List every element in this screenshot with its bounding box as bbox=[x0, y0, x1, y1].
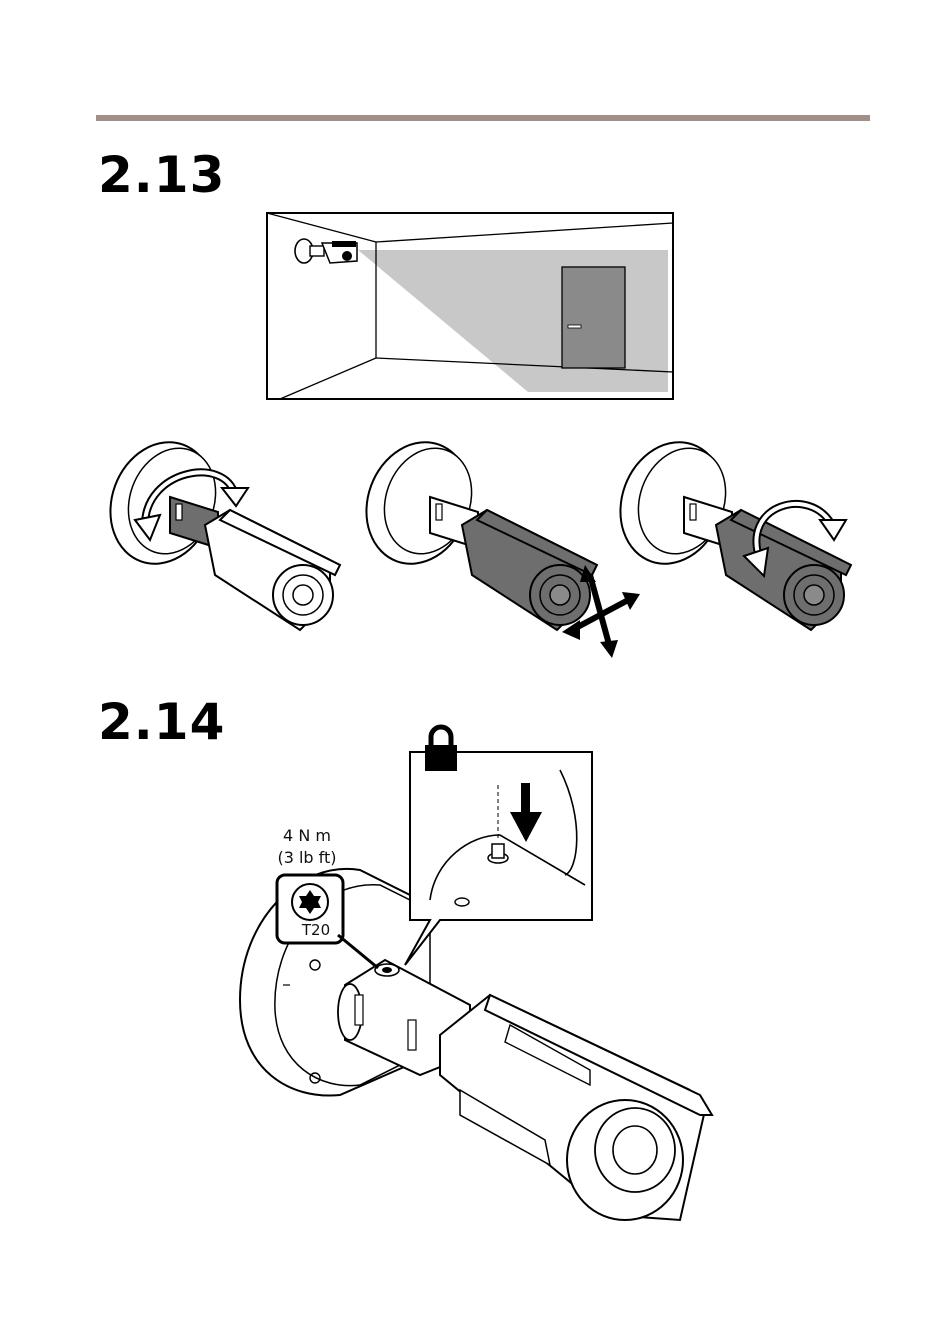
tool-size-label: T20 bbox=[296, 921, 336, 939]
lock-icon bbox=[425, 727, 457, 771]
